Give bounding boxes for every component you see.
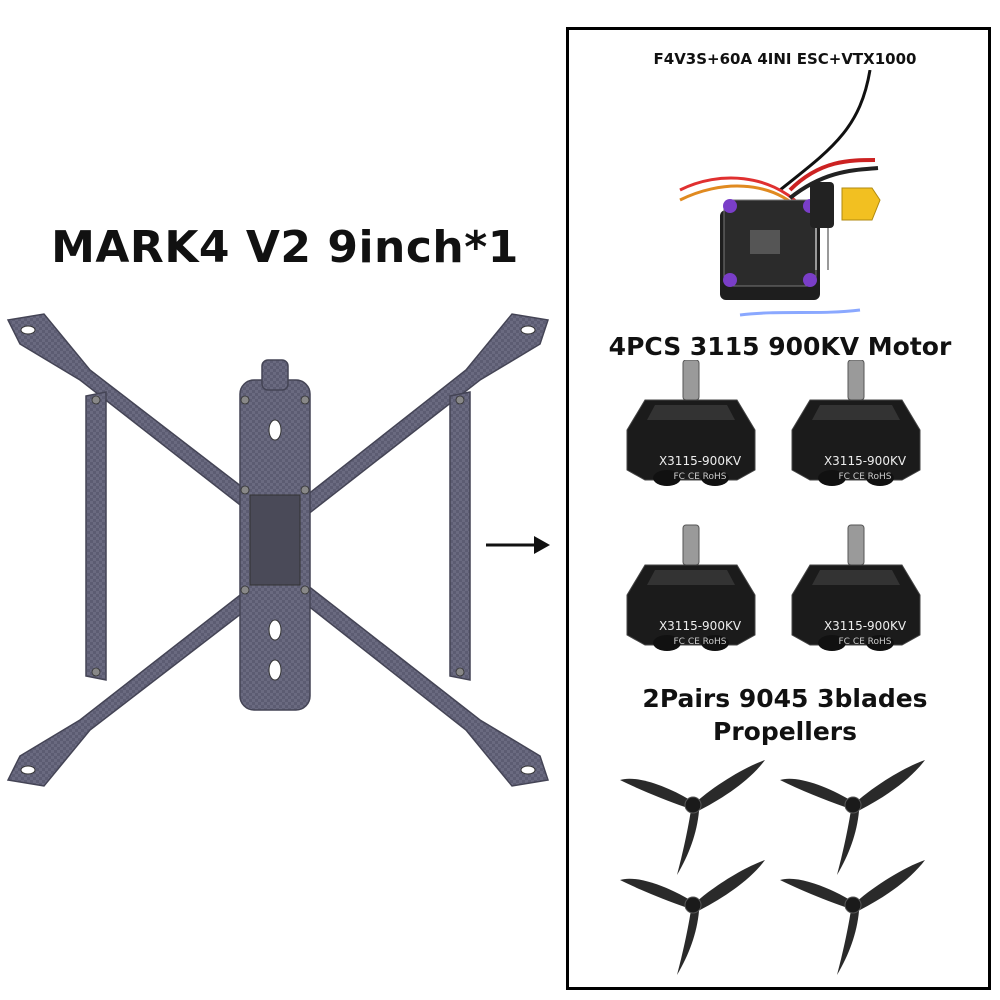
frame-title: MARK4 V2 9inch*1 [51, 222, 519, 273]
motor-certs: FC CE RoHS [838, 637, 892, 647]
motor-certs: FC CE RoHS [673, 637, 727, 647]
propeller-title-line2: Propellers [713, 716, 857, 746]
flight-controller-stack-image [679, 70, 881, 317]
motor-label: X3115-900KV [823, 619, 907, 633]
right-arrow-icon [486, 536, 550, 554]
motor-certs: FC CE RoHS [673, 472, 727, 482]
carbon-frame-image [6, 313, 549, 787]
motor-title: 4PCS 3115 900KV Motor [608, 332, 952, 361]
stack-title: F4V3S+60A 4INI ESC+VTX1000 [653, 50, 917, 68]
propeller-title-line1: 2Pairs 9045 3blades [642, 684, 928, 713]
propeller-title: 2Pairs 9045 3blades Propellers [590, 683, 980, 748]
motor-label: X3115-900KV [823, 454, 907, 468]
motor-label: X3115-900KV [658, 619, 742, 633]
motor-certs: FC CE RoHS [838, 472, 892, 482]
propeller-image [619, 759, 926, 976]
motor-label: X3115-900KV [658, 454, 742, 468]
